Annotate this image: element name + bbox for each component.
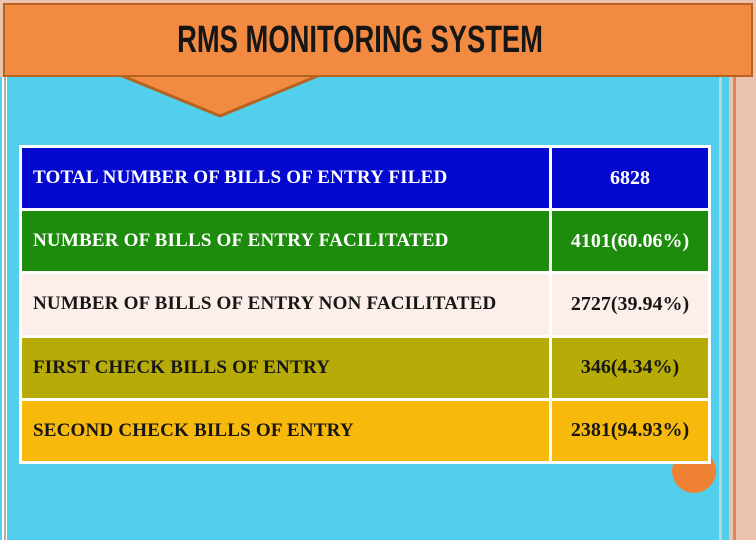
- banner-ribbon-tail: [119, 74, 321, 118]
- row-value: 4101(60.06%): [552, 211, 708, 272]
- row-label: NUMBER OF BILLS OF ENTRY FACILITATED: [22, 211, 549, 272]
- row-label: NUMBER OF BILLS OF ENTRY NON FACILITATED: [22, 274, 549, 335]
- row-value: 2727(39.94%): [552, 274, 708, 335]
- row-label: SECOND CHECK BILLS OF ENTRY: [22, 400, 549, 461]
- right-edge-stripe-tan: [733, 77, 736, 540]
- slide-title: RMS MONITORING SYSTEM: [177, 18, 543, 61]
- title-banner: RMS MONITORING SYSTEM: [3, 3, 753, 77]
- row-value: 6828: [552, 148, 708, 209]
- row-label: TOTAL NUMBER OF BILLS OF ENTRY FILED: [22, 148, 549, 209]
- row-value: 346(4.34%): [552, 337, 708, 398]
- left-edge-stripes: [2, 77, 7, 540]
- row-value: 2381(94.93%): [552, 400, 708, 461]
- row-label: FIRST CHECK BILLS OF ENTRY: [22, 337, 549, 398]
- right-edge-stripe-blue: [719, 77, 722, 540]
- table-row: NUMBER OF BILLS OF ENTRY NON FACILITATED…: [22, 274, 708, 335]
